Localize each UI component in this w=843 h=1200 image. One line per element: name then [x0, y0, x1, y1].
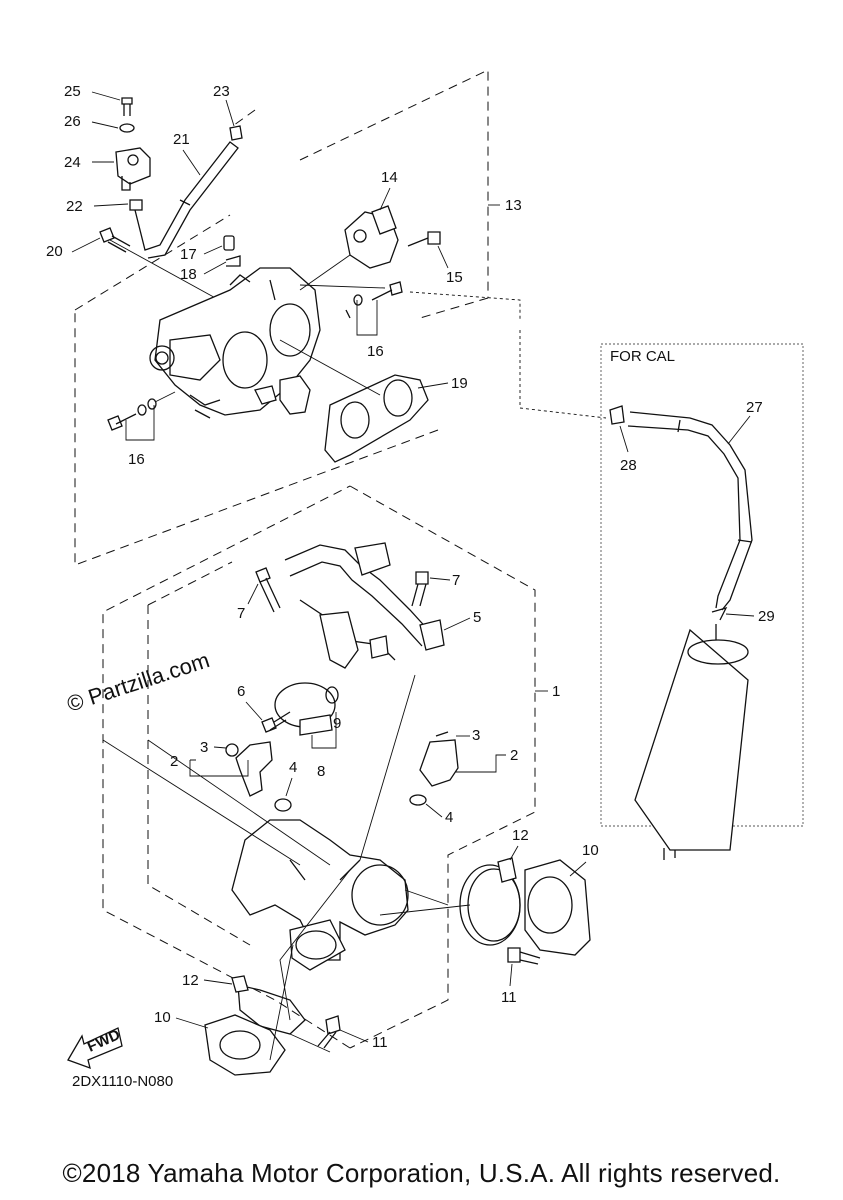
clip-22: [129, 199, 143, 211]
callout-23: 23: [213, 83, 230, 100]
injector-2-left: [225, 741, 292, 812]
callout-1: 1: [552, 683, 560, 700]
screw-11-lower: [317, 1015, 341, 1049]
callout-7-right: 7: [452, 572, 460, 589]
clip-29: [711, 606, 728, 621]
hose-27: [627, 411, 753, 611]
pressure-regulator-9: [274, 682, 339, 749]
callout-20: 20: [46, 243, 63, 260]
callout-15: 15: [446, 269, 463, 286]
clip-18: [225, 255, 241, 267]
screw-7-left: [255, 567, 281, 613]
hose-21: [134, 141, 239, 259]
callout-7-left: 7: [237, 605, 245, 622]
callout-18: 18: [180, 266, 197, 283]
callout-4-left: 4: [289, 759, 297, 776]
callout-5: 5: [473, 609, 481, 626]
watermark: © Partzilla.com: [64, 647, 213, 717]
sensor-14: [299, 205, 399, 291]
callout-24: 24: [64, 154, 81, 171]
callout-21: 21: [173, 131, 190, 148]
callout-2-left: 2: [170, 753, 178, 770]
fuel-rail-5: [284, 542, 445, 669]
injector-2-right: [409, 731, 459, 806]
gasket-19: [279, 339, 429, 463]
callout-19: 19: [451, 375, 468, 392]
callout-29: 29: [758, 608, 775, 625]
screw-11-upper: [507, 947, 541, 965]
fwd-arrow-icon: FWD: [67, 1026, 123, 1070]
for-cal-label: FOR CAL: [610, 348, 675, 365]
screw-16-lower: [107, 391, 176, 441]
callout-11-upper: 11: [501, 989, 517, 1006]
callout-22: 22: [66, 198, 83, 215]
screw-16-upper: [299, 281, 403, 336]
copyright-notice: ©2018 Yamaha Motor Corporation, U.S.A. A…: [62, 1158, 781, 1188]
washer-26: [119, 123, 135, 133]
callout-12-upper: 12: [512, 827, 529, 844]
callout-14: 14: [381, 169, 398, 186]
intake-manifold: [231, 819, 409, 971]
joint-10-lower: [204, 1014, 286, 1076]
callout-11-lower: 11: [372, 1034, 388, 1051]
callout-27: 27: [746, 399, 763, 416]
cap-17: [223, 235, 235, 251]
callout-8: 8: [317, 763, 325, 780]
clamp-12-lower: [231, 975, 306, 1035]
callout-12-lower: 12: [182, 972, 199, 989]
callout-13: 13: [505, 197, 522, 214]
callout-3-left: 3: [200, 739, 208, 756]
charcoal-canister: [634, 624, 749, 860]
callout-3-right: 3: [472, 727, 480, 744]
screw-6: [261, 711, 291, 733]
callout-10-upper: 10: [582, 842, 599, 859]
callout-16-lower: 16: [128, 451, 145, 468]
throttle-body: [149, 267, 321, 419]
callout-4-right: 4: [445, 809, 453, 826]
intake-manifold-group-outline: [102, 485, 536, 1049]
clip-23: [229, 125, 243, 141]
callout-17: 17: [180, 246, 197, 263]
lower-leaders: [102, 674, 471, 1061]
clamp-12-upper: [459, 857, 521, 946]
callout-25: 25: [64, 83, 81, 100]
callout-labels: 25 26 21 23 24 22 20 17 18 14 15 13 16 1…: [46, 83, 775, 1051]
screw-7-right: [411, 571, 429, 607]
callout-6: 6: [237, 683, 245, 700]
joint-10-upper: [524, 859, 591, 956]
callout-26: 26: [64, 113, 81, 130]
callout-28: 28: [620, 457, 637, 474]
callout-10-lower: 10: [154, 1009, 171, 1026]
bolt-25: [121, 97, 133, 116]
callout-2-right: 2: [510, 747, 518, 764]
hose-connection: [409, 291, 607, 419]
callout-9: 9: [333, 715, 341, 732]
clip-28: [609, 405, 625, 425]
sensor-24: [115, 147, 151, 191]
throttle-body-group-outline: [74, 69, 489, 566]
drawing-code: 2DX1110-N080: [72, 1073, 174, 1090]
callout-16-upper: 16: [367, 343, 384, 360]
screw-15: [407, 231, 441, 247]
